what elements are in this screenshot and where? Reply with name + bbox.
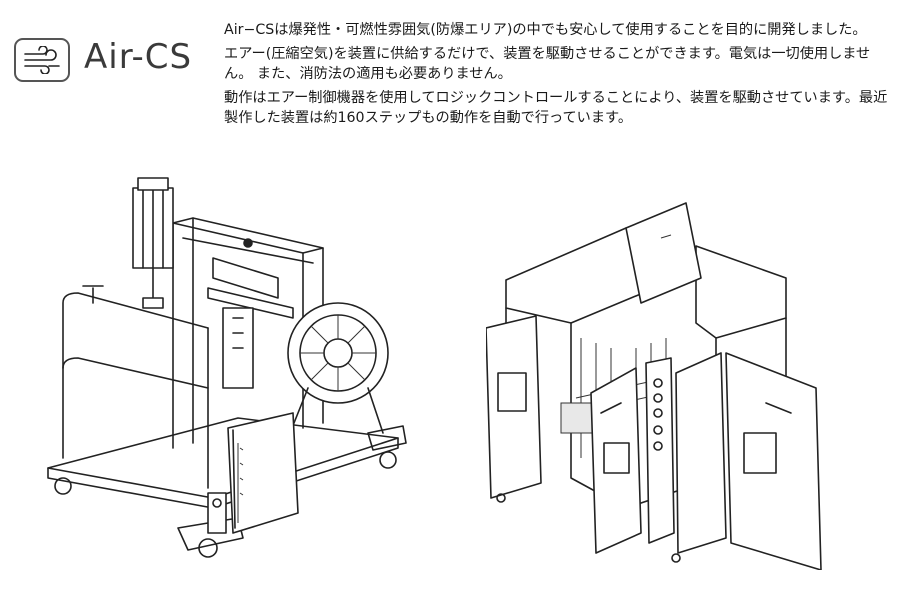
description-paragraph-1: Air−CSは爆発性・可燃性雰囲気(防爆エリア)の中でも安心して使用することを目… — [224, 22, 867, 38]
description: Air−CSは爆発性・可燃性雰囲気(防爆エリア)の中でも安心して使用することを目… — [224, 20, 892, 132]
description-paragraph-2: エアー(圧縮空気)を装置に供給するだけで、装置を駆動させることができます。電気は… — [224, 46, 871, 82]
machine-frame-illustration — [38, 168, 418, 578]
cabinet-illustration — [485, 198, 824, 571]
logo — [14, 38, 70, 82]
description-paragraph-3: 動作はエアー制御機器を使用してロジックコントロールすることにより、装置を駆動させ… — [224, 90, 888, 126]
wind-icon — [24, 46, 60, 74]
brand-name: Air-CS — [84, 37, 193, 77]
